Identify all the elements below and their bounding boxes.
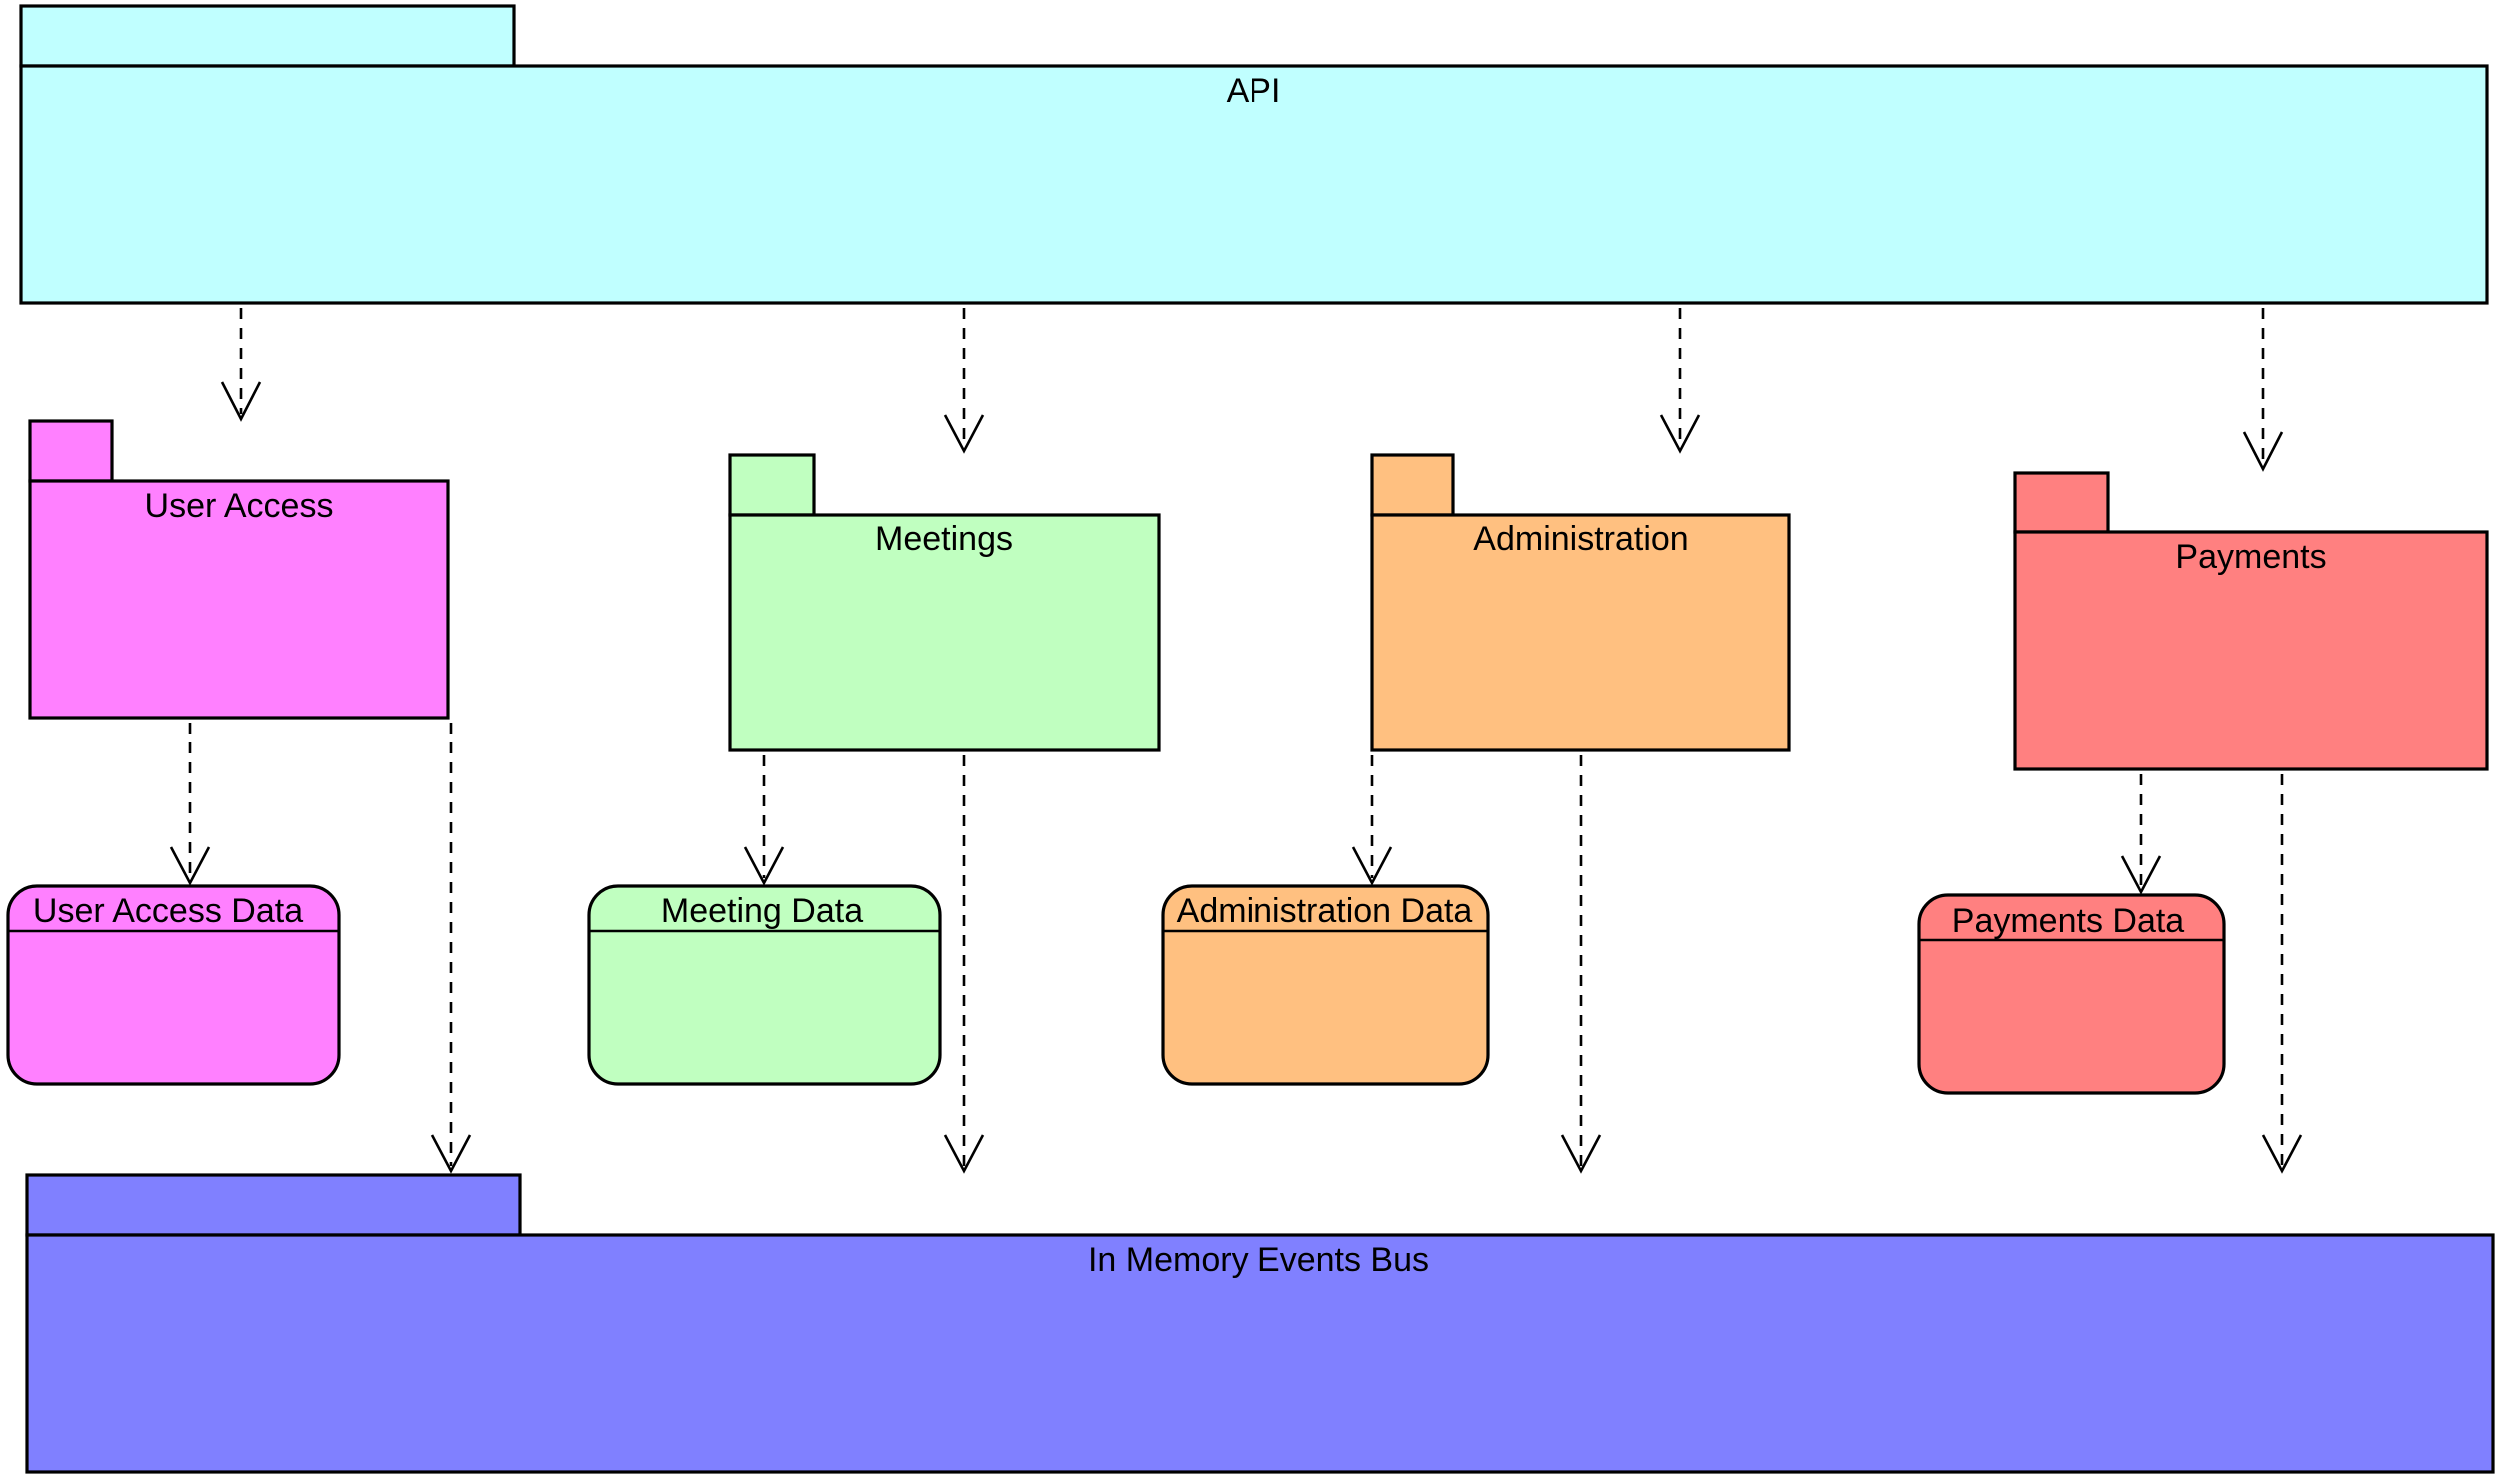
package-meetings-body [728, 513, 1161, 752]
dependency-payments-to-payments-data [2120, 774, 2162, 895]
database-user-access-data-label: User Access Data [33, 892, 303, 930]
database-user-access-data[interactable]: User Access Data [6, 884, 341, 1086]
package-payments-tab [2013, 471, 2110, 534]
package-payments-body [2013, 530, 2489, 771]
package-api-tab [19, 4, 516, 68]
arrowhead [430, 1134, 472, 1174]
dependency-payments-to-events-bus [2261, 774, 2303, 1174]
package-administration-tab [1370, 453, 1455, 517]
arrowhead [743, 846, 785, 886]
package-events-bus-body [25, 1233, 2495, 1474]
database-meeting-data[interactable]: Meeting Data [587, 884, 942, 1086]
dependency-user-access-to-events-bus [430, 723, 472, 1174]
package-meetings[interactable]: Meetings [728, 453, 1161, 752]
database-payments-data[interactable]: Payments Data [1917, 893, 2226, 1095]
package-api-label: API [1227, 72, 1281, 110]
database-payments-data-label: Payments Data [1952, 902, 2185, 940]
package-api-body [19, 64, 2489, 305]
package-user-access-body [28, 479, 450, 720]
arrowhead [943, 1134, 985, 1174]
package-events-bus-tab [25, 1173, 522, 1237]
package-events-bus[interactable]: In Memory Events Bus [25, 1173, 2495, 1474]
package-meetings-tab [728, 453, 816, 517]
database-administration-data-label: Administration Data [1177, 892, 1473, 930]
database-administration-data[interactable]: Administration Data [1161, 884, 1490, 1086]
database-meeting-data-label: Meeting Data [661, 892, 863, 930]
package-user-access-tab [28, 419, 114, 483]
dependency-meetings-to-events-bus [943, 755, 985, 1174]
database-meeting-data-body [587, 884, 942, 1086]
dependency-api-to-administration [1659, 308, 1701, 454]
arrowhead [220, 381, 262, 422]
arrowhead [1351, 846, 1393, 886]
dependency-administration-to-events-bus [1560, 755, 1602, 1174]
database-administration-data-body [1161, 884, 1490, 1086]
package-user-access[interactable]: User Access [28, 419, 450, 720]
dependency-api-to-meetings [943, 308, 985, 454]
database-user-access-data-body [6, 884, 341, 1086]
dependency-api-to-user-access [220, 308, 262, 422]
package-api[interactable]: API [19, 4, 2489, 305]
package-user-access-label: User Access [145, 487, 334, 525]
dependency-user-access-to-user-access-data [169, 723, 211, 886]
package-meetings-label: Meetings [875, 520, 1013, 558]
package-payments[interactable]: Payments [2013, 471, 2489, 771]
arrowhead [169, 846, 211, 886]
dependency-api-to-payments [2242, 308, 2284, 472]
package-administration[interactable]: Administration [1370, 453, 1791, 752]
arrowhead [1659, 414, 1701, 454]
dependency-administration-to-administration-data [1351, 755, 1393, 886]
arrowhead [2120, 855, 2162, 895]
arrowhead [2261, 1134, 2303, 1174]
package-administration-label: Administration [1473, 520, 1688, 558]
package-administration-body [1370, 513, 1791, 752]
package-payments-label: Payments [2175, 538, 2326, 576]
arrowhead [1560, 1134, 1602, 1174]
database-payments-data-body [1917, 893, 2226, 1095]
arrowhead [943, 414, 985, 454]
dependency-meetings-to-meeting-data [743, 755, 785, 886]
arrowhead [2242, 431, 2284, 472]
package-events-bus-label: In Memory Events Bus [1088, 1241, 1429, 1279]
